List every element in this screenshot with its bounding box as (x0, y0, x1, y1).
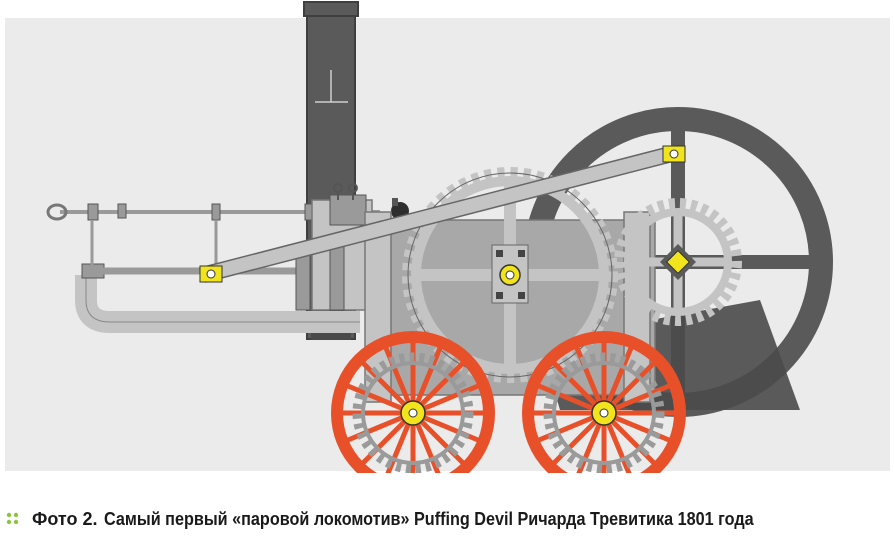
connecting-rod (198, 145, 686, 283)
dots-bullet-icon (6, 512, 19, 525)
valve-assembly (295, 183, 409, 311)
caption-label: Фото 2. (32, 508, 98, 529)
figure-caption: Фото 2. Самый первый «паровой локомотив»… (6, 506, 825, 532)
locomotive-illustration (5, 1, 890, 473)
caption-text: Самый первый «паровой локомотив» Puffing… (103, 508, 754, 529)
rear-wheel (522, 331, 686, 473)
front-wheel (331, 331, 495, 473)
large-gear (402, 167, 618, 383)
small-gear (614, 198, 742, 326)
